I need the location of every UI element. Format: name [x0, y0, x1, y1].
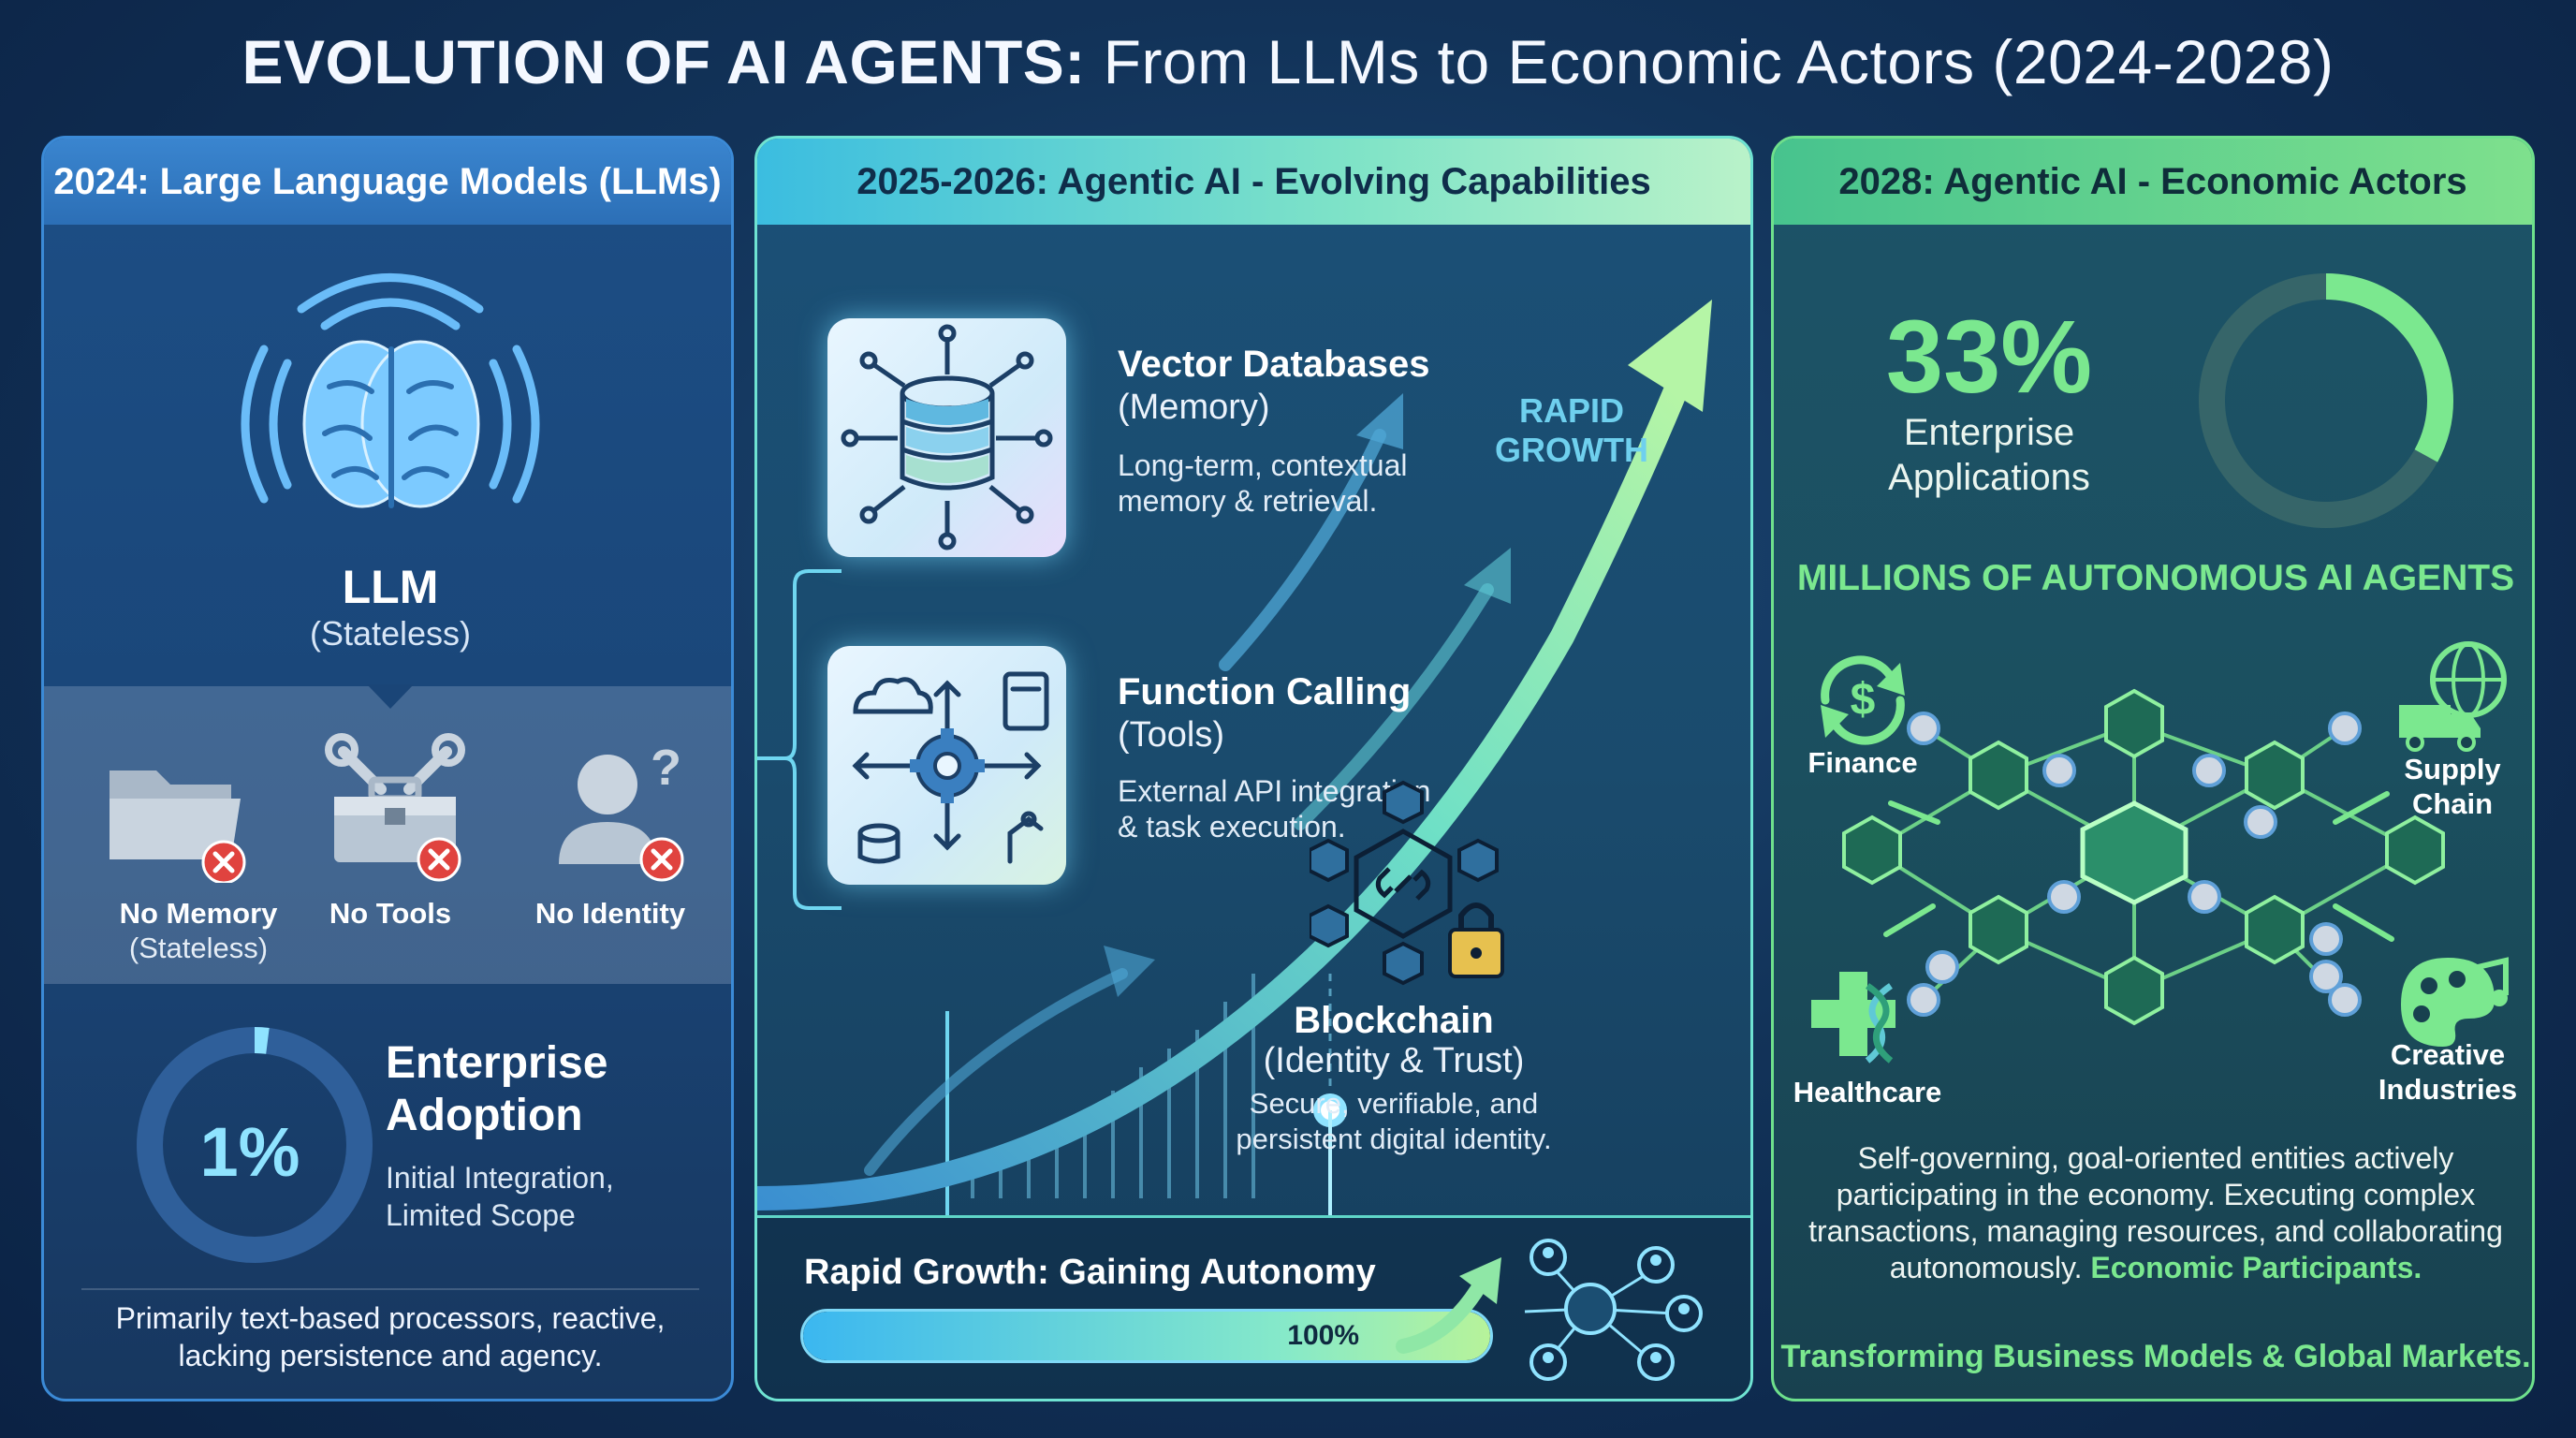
cap-desc-vector-line1: Long-term, contextual [1118, 448, 1408, 482]
svg-text:?: ? [651, 740, 681, 796]
adoption-sub: Initial Integration, Limited Scope [386, 1159, 614, 1234]
panel-2024-footer: Primarily text-based processors, reactiv… [44, 1299, 731, 1374]
autonomy-progress-bar: 100% [800, 1309, 1493, 1363]
function-calling-card [827, 646, 1066, 885]
enterprise-apps-percent: 33% [1885, 300, 2093, 415]
footer-line2: lacking persistence and agency. [178, 1339, 603, 1372]
adoption-percent: 1% [199, 1113, 300, 1191]
cap-desc-function-line1: External API integration [1118, 774, 1431, 808]
panel-2025-agentic: 2025-2026: Agentic AI - Evolving Capabil… [754, 136, 1753, 1401]
llm-label: LLM [342, 561, 439, 613]
limitation-sub-memory: (Stateless) [128, 932, 269, 964]
title-bold: EVOLUTION OF AI AGENTS: [242, 27, 1086, 96]
adoption-title-line1: Enterprise [386, 1038, 608, 1088]
limitation-label-memory: No Memory [119, 897, 278, 930]
person-question-icon: ? [559, 740, 684, 882]
autonomy-progress-value: 100% [1287, 1320, 1359, 1351]
llm-sublabel: (Stateless) [309, 614, 472, 653]
divider [81, 1288, 699, 1290]
rapid-growth-line2: GROWTH [1495, 431, 1648, 469]
adoption-sub-line2: Limited Scope [386, 1198, 576, 1232]
growth-arrow-icon [1396, 1257, 1501, 1354]
autonomy-progress-fill [803, 1312, 1490, 1360]
sector-supply-line2: Chain [2411, 787, 2494, 820]
cap-desc-blockchain: Secure, verifiable, and persistent digit… [1197, 1086, 1590, 1157]
panel-2028-economic: 2028: Agentic AI - Economic Actors 33% E… [1771, 136, 2535, 1401]
vector-db-card [827, 318, 1066, 557]
agent-hex-network [1842, 688, 2445, 1026]
sector-creative-line2: Industries [2378, 1073, 2518, 1106]
enterprise-apps-label: Enterprise Applications [1830, 410, 2148, 500]
desc-line1: Self-governing, goal-oriented entities a… [1857, 1141, 2454, 1175]
cap-sub-blockchain: (Identity & Trust) [1263, 1041, 1525, 1080]
desc-line4-highlight: Economic Participants. [2090, 1251, 2422, 1284]
limitation-label-identity: No Identity [534, 897, 686, 930]
adoption-title: Enterprise Adoption [386, 1037, 607, 1142]
sector-finance-line1: Finance [1808, 746, 1918, 779]
blockchain-lock-icon [1310, 780, 1504, 986]
database-network-icon [841, 324, 1053, 550]
rapid-growth-label: RAPID GROWTH [1478, 391, 1665, 470]
cap-desc-blockchain-line1: Secure, verifiable, and [1249, 1087, 1539, 1120]
cap-sub-function: (Tools) [1118, 715, 1225, 755]
cap-desc-blockchain-line2: persistent digital identity. [1236, 1123, 1552, 1155]
desc-line3: transactions, managing resources, and co… [1808, 1214, 2503, 1248]
cap-desc-vector: Long-term, contextual memory & retrieval… [1118, 448, 1408, 519]
cap-title-function: Function Calling [1118, 671, 1412, 712]
sector-creative-line1: Creative [2390, 1038, 2506, 1071]
band-pointer [367, 684, 414, 709]
cap-desc-function: External API integration & task executio… [1118, 773, 1430, 844]
brain-signal-icon [241, 273, 540, 508]
panel-header-2024: 2024: Large Language Models (LLMs) [44, 139, 731, 225]
sector-finance: Finance [1783, 745, 1942, 780]
medical-cross-icon [1811, 972, 1895, 1064]
toolbox-icon [325, 733, 465, 882]
enterprise-apps-donut [2199, 273, 2453, 528]
footer-line1: Primarily text-based processors, reactiv… [115, 1301, 666, 1335]
panel-2024-llms: 2024: Large Language Models (LLMs) LLM (… [41, 136, 734, 1401]
panel-header-2028: 2028: Agentic AI - Economic Actors [1774, 139, 2532, 225]
globe-truck-icon [2399, 641, 2507, 752]
sector-healthcare-line1: Healthcare [1793, 1076, 1942, 1108]
panel-2028-description: Self-governing, goal-oriented entities a… [1802, 1140, 2510, 1286]
sector-creative: Creative Industries [2364, 1037, 2532, 1107]
adoption-title-line2: Adoption [386, 1091, 583, 1140]
agent-network-icon [1524, 1239, 1703, 1381]
cap-title-vector: Vector Databases [1118, 344, 1430, 385]
adoption-sub-line1: Initial Integration, [386, 1161, 614, 1195]
desc-line2: participating in the economy. Executing … [1836, 1178, 2476, 1211]
cap-sub-vector: (Memory) [1118, 388, 1270, 427]
svg-text:$: $ [1851, 675, 1876, 725]
enterprise-apps-line1: Enterprise [1903, 412, 2075, 453]
desc-line4: autonomously. Economic Participants. [1802, 1250, 2510, 1286]
dollar-cycle-icon: $ [1821, 655, 1905, 745]
page-title: EVOLUTION OF AI AGENTS: From LLMs to Eco… [0, 26, 2576, 97]
enterprise-apps-line2: Applications [1888, 457, 2090, 498]
title-rest: From LLMs to Economic Actors (2024-2028) [1103, 27, 2334, 96]
desc-line4-plain: autonomously. [1889, 1251, 2083, 1284]
progress-label: Rapid Growth: Gaining Autonomy [804, 1253, 1376, 1292]
rapid-growth-line1: RAPID [1518, 391, 1624, 430]
sector-supply-chain: Supply Chain [2373, 752, 2532, 821]
sector-healthcare: Healthcare [1774, 1075, 1961, 1109]
cap-desc-function-line2: & task execution. [1118, 810, 1346, 844]
limitations-band: No Memory (Stateless) No Tools ? No Iden… [44, 684, 731, 984]
cap-title-blockchain: Blockchain [1294, 1000, 1494, 1041]
palette-music-icon [2401, 957, 2509, 1047]
panel-2028-footer: Transforming Business Models & Global Ma… [1780, 1339, 2531, 1374]
adoption-donut [137, 1027, 373, 1263]
gear-tools-icon [852, 671, 1049, 864]
panel-header-2025: 2025-2026: Agentic AI - Evolving Capabil… [757, 139, 1750, 225]
limitation-label-tools: No Tools [329, 897, 452, 930]
folder-icon [110, 770, 246, 883]
cap-desc-vector-line2: memory & retrieval. [1118, 484, 1378, 518]
millions-agents-heading: MILLIONS OF AUTONOMOUS AI AGENTS [1796, 558, 2515, 598]
sector-supply-line1: Supply [2404, 753, 2501, 785]
